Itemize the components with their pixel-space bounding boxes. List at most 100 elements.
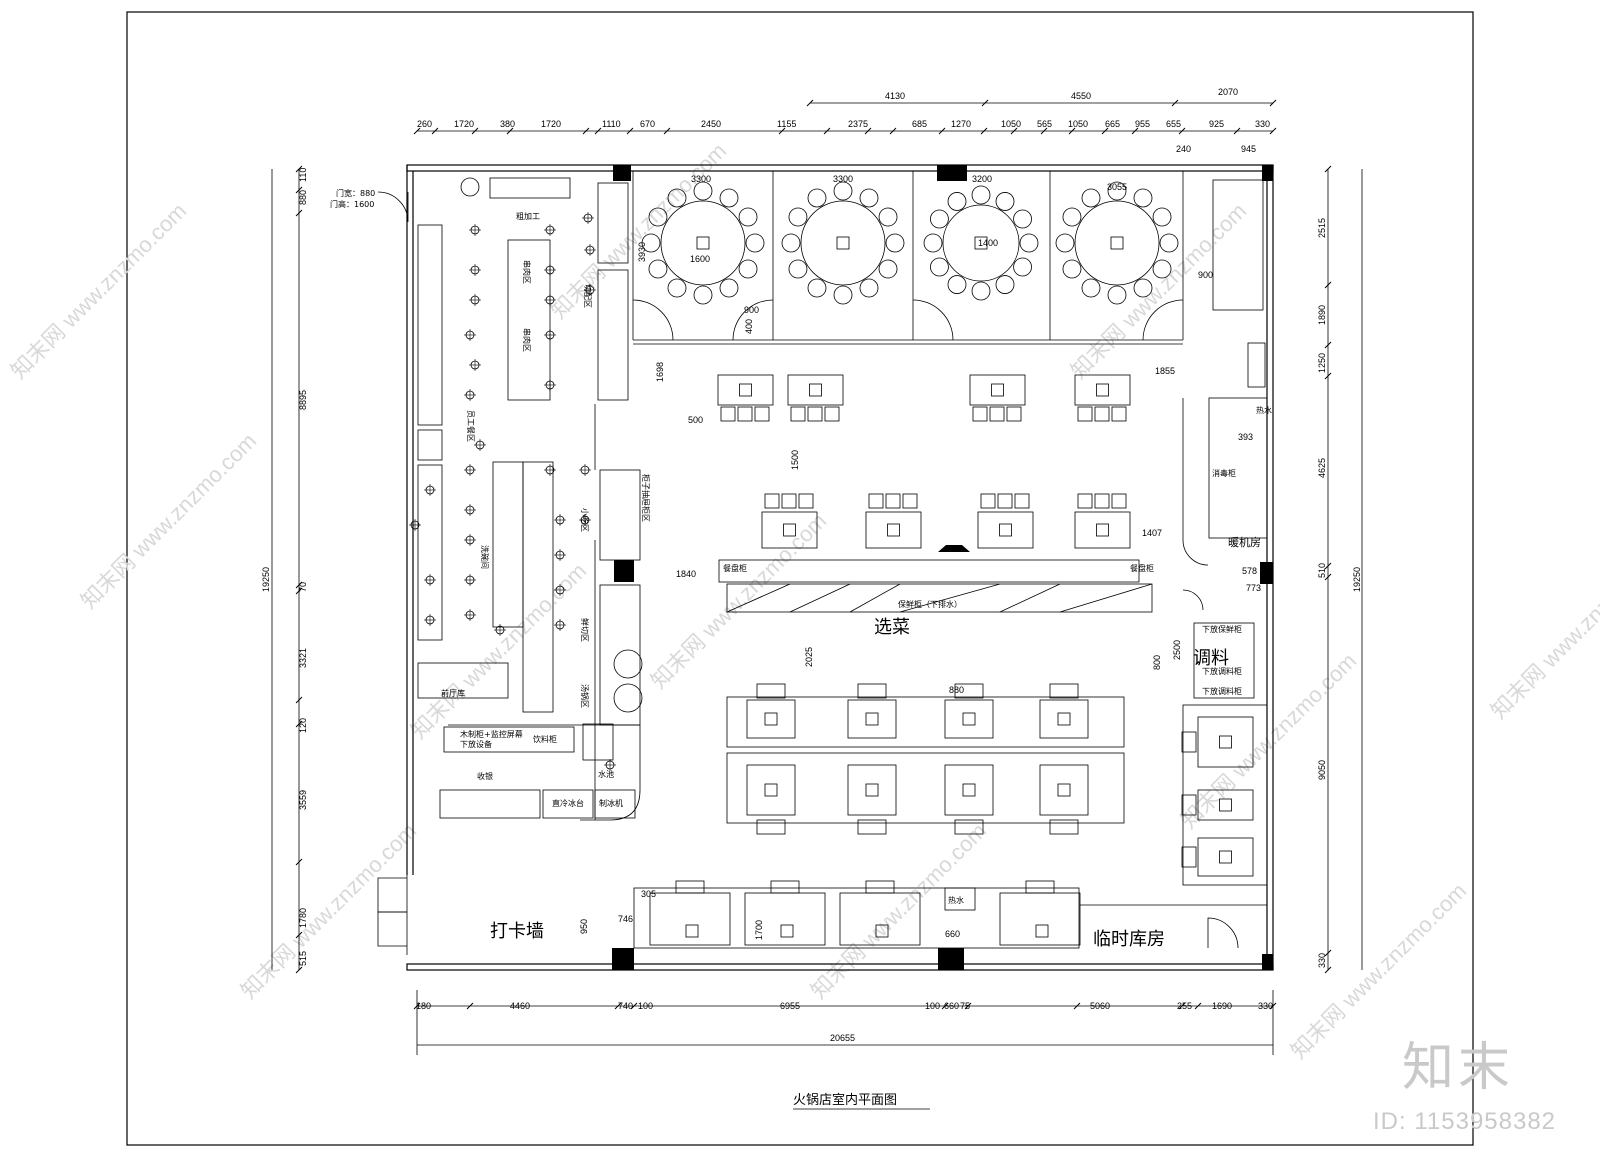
square-tables xyxy=(717,374,1131,835)
chair xyxy=(878,259,898,279)
dining-table xyxy=(1074,511,1131,549)
chair xyxy=(1111,406,1127,422)
dim-tick xyxy=(295,209,303,217)
dim-label: 3930 xyxy=(637,242,647,262)
chair xyxy=(824,406,840,422)
dim-label: 3300 xyxy=(691,174,711,184)
chair xyxy=(745,233,765,253)
dim-tick xyxy=(1101,127,1109,135)
chair xyxy=(971,281,991,301)
table-center xyxy=(764,783,778,797)
room-label: 切配区 xyxy=(583,284,592,308)
dim-tick xyxy=(1131,127,1139,135)
dimension-lines xyxy=(271,102,1363,1055)
dim-label: 1840 xyxy=(676,569,696,579)
dim-label: 655 xyxy=(1166,119,1181,129)
dining-table xyxy=(847,764,897,816)
drawing-frame xyxy=(126,11,1474,1146)
chair xyxy=(788,259,808,279)
dim-tick xyxy=(1269,1002,1277,1010)
chair xyxy=(675,880,705,894)
table-center xyxy=(1096,523,1109,537)
door-height: 门高：1600 xyxy=(330,199,374,209)
table-center xyxy=(739,383,752,397)
watermark: 知末网 www.znzmo.com xyxy=(1066,198,1251,383)
room-label: 制冰机 xyxy=(599,798,623,808)
dim-label: 70 xyxy=(298,582,308,592)
dim-label: 578 xyxy=(1242,566,1257,576)
room-label: 串肉区 xyxy=(522,260,532,284)
dim-tick xyxy=(889,127,897,135)
dim-tick xyxy=(1324,562,1332,570)
chair xyxy=(1107,181,1127,201)
dim-label: 900 xyxy=(744,305,759,315)
dim-label: 1890 xyxy=(1317,305,1327,325)
dim-tick xyxy=(295,966,303,974)
chair xyxy=(930,257,949,277)
room-label: 直冷冰台 xyxy=(552,798,584,808)
table-center xyxy=(865,712,879,726)
chair xyxy=(997,493,1013,509)
round-table xyxy=(660,200,746,286)
room-label: 下放调料柜 xyxy=(1202,666,1242,676)
entrance-door xyxy=(377,875,408,955)
chair xyxy=(1077,406,1093,422)
cabinet-label: 餐盘柜 xyxy=(1130,563,1154,573)
chair xyxy=(756,819,786,835)
dim-label: 880 xyxy=(298,190,308,205)
chair xyxy=(885,233,905,253)
chair xyxy=(648,207,668,227)
table-center xyxy=(783,523,796,537)
dim-label: 4460 xyxy=(510,1001,530,1011)
dim-tick xyxy=(295,696,303,704)
room-label: 柜子抽屉柜区 xyxy=(641,474,651,522)
table-center xyxy=(865,783,879,797)
dim-tick xyxy=(823,127,831,135)
round-table xyxy=(1074,200,1160,286)
dining-table xyxy=(1039,764,1089,816)
room-label: 员工餐区 xyxy=(466,410,475,442)
chair xyxy=(833,285,853,305)
left-dims: 880 110 8895 70 3321 120 3559 1780 515 1… xyxy=(261,168,308,966)
table-center xyxy=(1219,850,1232,864)
chair xyxy=(1152,259,1172,279)
dim-label: 393 xyxy=(1238,432,1253,442)
dim-tick xyxy=(1194,1002,1202,1010)
dim-label: 400 xyxy=(744,319,754,334)
dining-table xyxy=(977,511,1034,549)
dim-label: 240 xyxy=(1176,144,1191,154)
service-zone xyxy=(1182,179,1268,886)
table-center xyxy=(1219,735,1232,749)
dim-label: 925 xyxy=(1209,119,1224,129)
watermark: 知末网 www.znzmo.com xyxy=(236,818,421,1003)
booth-row xyxy=(726,696,1125,748)
dim-label: 110 xyxy=(298,168,308,182)
chair xyxy=(1181,794,1197,816)
dim-tick xyxy=(1324,949,1332,957)
chair xyxy=(1081,188,1101,208)
table-center xyxy=(836,236,850,250)
dim-tick xyxy=(1324,341,1332,349)
chair xyxy=(790,406,806,422)
dim-label: 2500 xyxy=(1172,640,1182,660)
dim-label: 3200 xyxy=(972,174,992,184)
dim-label: 1720 xyxy=(541,119,561,129)
table-center xyxy=(1035,924,1049,938)
watermark: 知末网 www.znzmo.com xyxy=(546,138,731,323)
room-label: 鲜切区 xyxy=(580,618,590,642)
columns xyxy=(612,165,1273,970)
chair xyxy=(1094,406,1110,422)
chair xyxy=(807,278,827,298)
room-label: 粗加工 xyxy=(516,211,540,221)
dim-total: 19250 xyxy=(261,567,271,592)
dim-tick xyxy=(1324,573,1332,581)
table-center xyxy=(1219,798,1232,812)
table-center xyxy=(696,236,710,250)
room-label: 下放保鲜柜 xyxy=(1202,624,1242,634)
dim-tick xyxy=(295,581,303,589)
storage-door xyxy=(1207,917,1239,949)
dim-tick xyxy=(1324,372,1332,380)
dim-label: 120 xyxy=(298,718,308,733)
dim-tick xyxy=(980,127,988,135)
dim-label: 1110 xyxy=(602,119,621,129)
